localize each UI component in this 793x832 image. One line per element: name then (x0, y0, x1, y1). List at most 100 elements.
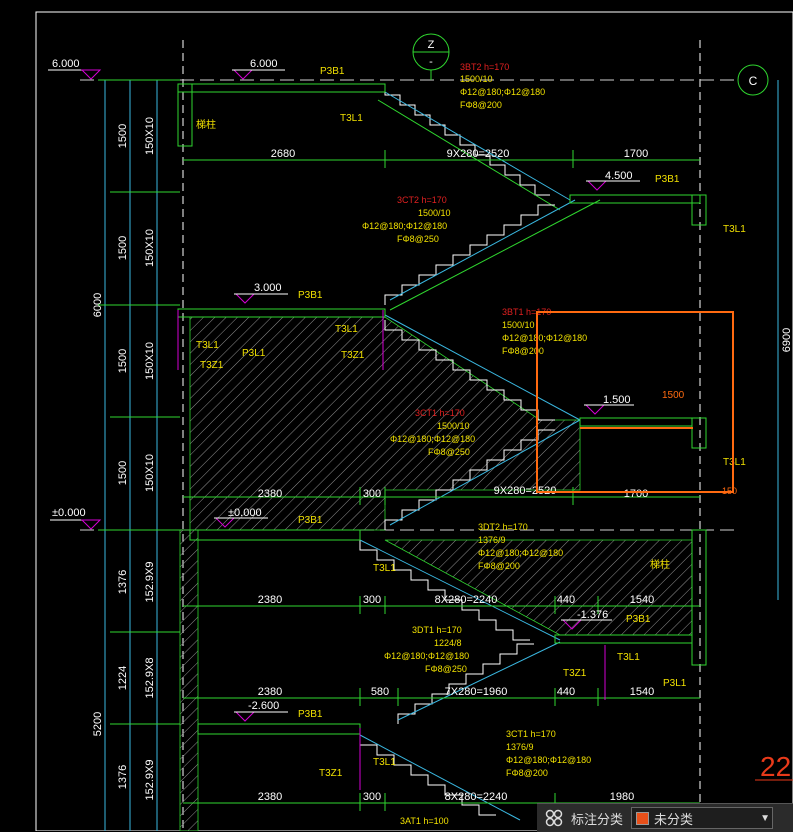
stair-note-3bt1: 3BT1 h=170 1500/10 Φ12@180;Φ12@180 FΦ8@2… (502, 307, 587, 356)
svg-text:1500/10: 1500/10 (502, 320, 535, 330)
svg-text:1224/8: 1224/8 (434, 638, 462, 648)
svg-text:Φ12@180;Φ12@180: Φ12@180;Φ12@180 (460, 87, 545, 97)
svg-text:FΦ8@200: FΦ8@200 (506, 768, 548, 778)
stair-notes: 3BT2 h=170 1500/10 Φ12@180;Φ12@180 FΦ8@2… (362, 62, 591, 826)
svg-text:FΦ8@200: FΦ8@200 (478, 561, 520, 571)
svg-text:1376/9: 1376/9 (478, 535, 506, 545)
svg-text:6.000: 6.000 (52, 58, 80, 70)
selection-dim2-text: 150 (722, 486, 737, 496)
svg-text:Φ12@180;Φ12@180: Φ12@180;Φ12@180 (502, 333, 587, 343)
svg-text:3AT1 h=100: 3AT1 h=100 (400, 816, 449, 826)
svg-text:1500/10: 1500/10 (437, 421, 470, 431)
svg-text:T3L1: T3L1 (335, 324, 358, 335)
svg-text:Φ12@180;Φ12@180: Φ12@180;Φ12@180 (362, 221, 447, 231)
svg-text:FΦ8@200: FΦ8@200 (460, 100, 502, 110)
svg-text:3CT1 h=170: 3CT1 h=170 (506, 729, 556, 739)
category-dropdown[interactable]: 未分类 ▼ (631, 807, 774, 829)
svg-text:1376: 1376 (117, 765, 129, 789)
svg-text:FΦ8@250: FΦ8@250 (428, 447, 470, 457)
svg-text:Φ12@180;Φ12@180: Φ12@180;Φ12@180 (390, 434, 475, 444)
left-dim-lines (98, 79, 180, 831)
svg-text:1376: 1376 (117, 570, 129, 594)
selection-box[interactable]: 1500 150 (536, 311, 737, 496)
axis-bubble-c: C (737, 64, 769, 96)
svg-text:T3Z1: T3Z1 (200, 360, 224, 371)
stair-note-3ct1-lower: 3CT1 h=170 1376/9 Φ12@180;Φ12@180 FΦ8@20… (506, 729, 591, 778)
svg-text:1224: 1224 (117, 666, 129, 690)
chevron-down-icon[interactable]: ▼ (760, 812, 770, 824)
hatched-fill (179, 316, 693, 831)
svg-text:T3L1: T3L1 (723, 224, 746, 235)
svg-text:152.9X9: 152.9X9 (144, 562, 156, 603)
level-underlines (214, 69, 640, 713)
svg-text:T3Z1: T3Z1 (341, 350, 365, 361)
axis-id-z: Z (428, 39, 435, 51)
svg-text:3CT2 h=170: 3CT2 h=170 (397, 195, 447, 205)
svg-text:1.500: 1.500 (603, 394, 631, 406)
stair-note-3ct1: 3CT1 h=170 1500/10 Φ12@180;Φ12@180 FΦ8@2… (390, 408, 475, 457)
svg-text:梯柱: 梯柱 (650, 558, 670, 571)
axis-lines (182, 40, 701, 831)
svg-text:3DT2 h=170: 3DT2 h=170 (478, 522, 528, 532)
svg-text:P3L1: P3L1 (242, 348, 266, 359)
svg-text:150X10: 150X10 (144, 229, 156, 267)
svg-text:梯柱: 梯柱 (196, 118, 216, 131)
svg-text:1500/10: 1500/10 (418, 208, 451, 218)
svg-text:3DT1 h=170: 3DT1 h=170 (412, 625, 462, 635)
svg-text:T3L1: T3L1 (373, 563, 396, 574)
svg-text:3BT1 h=170: 3BT1 h=170 (502, 307, 551, 317)
svg-text:9X280=2520: 9X280=2520 (447, 148, 510, 160)
svg-text:5200: 5200 (92, 712, 104, 736)
svg-text:2680: 2680 (271, 148, 295, 160)
svg-text:152.9X8: 152.9X8 (144, 658, 156, 699)
svg-text:440: 440 (557, 686, 575, 698)
column-marks (177, 310, 606, 790)
svg-text:300: 300 (363, 791, 381, 803)
axis-id-c: C (749, 74, 758, 88)
beam-labels: P3B1 T3L1 P3B1 T3L1 P3B1 T3L1 T3L1 P3L1 … (196, 66, 746, 779)
svg-text:Φ12@180;Φ12@180: Φ12@180;Φ12@180 (506, 755, 591, 765)
level-texts: 6.000 4.500 3.000 1.500 ±0.000 -1.376 -2… (228, 58, 633, 712)
svg-text:1980: 1980 (610, 791, 634, 803)
svg-text:±0.000: ±0.000 (228, 507, 262, 519)
svg-text:T3L1: T3L1 (373, 757, 396, 768)
svg-text:-2.600: -2.600 (248, 700, 279, 712)
svg-text:8X280=2240: 8X280=2240 (435, 594, 498, 606)
left-dim-texts: 6000 5200 1500 1500 1500 1500 1376 1224 … (92, 117, 156, 800)
svg-text:2380: 2380 (258, 791, 282, 803)
stair-note-3at1: 3AT1 h=100 (400, 816, 449, 826)
svg-text:P3B1: P3B1 (298, 515, 323, 526)
svg-text:6.000: 6.000 (250, 58, 278, 70)
drawing-frame (35, 11, 793, 831)
svg-text:Φ12@180;Φ12@180: Φ12@180;Φ12@180 (384, 651, 469, 661)
svg-text:FΦ8@250: FΦ8@250 (397, 234, 439, 244)
grid-icon[interactable] (543, 807, 565, 829)
svg-text:150X10: 150X10 (144, 117, 156, 155)
svg-text:P3B1: P3B1 (655, 174, 680, 185)
svg-text:P3B1: P3B1 (320, 66, 345, 77)
svg-text:1376/9: 1376/9 (506, 742, 534, 752)
svg-text:T3L1: T3L1 (196, 340, 219, 351)
svg-text:1500/10: 1500/10 (460, 74, 493, 84)
svg-text:P3B1: P3B1 (626, 614, 651, 625)
svg-text:6900: 6900 (781, 328, 793, 352)
annotation-category-bar: 标注分类 未分类 ▼ (537, 803, 793, 832)
svg-text:300: 300 (363, 594, 381, 606)
svg-text:1500: 1500 (117, 349, 129, 373)
level-mark-0000-left: ±0.000 (50, 507, 102, 530)
corner-sheet-number: 22 (760, 751, 791, 782)
svg-text:1700: 1700 (624, 488, 648, 500)
svg-text:1540: 1540 (630, 594, 654, 606)
stair-note-3bt2: 3BT2 h=170 1500/10 Φ12@180;Φ12@180 FΦ8@2… (460, 62, 545, 110)
svg-text:2380: 2380 (258, 686, 282, 698)
svg-text:4.500: 4.500 (605, 170, 633, 182)
svg-text:Φ12@180;Φ12@180: Φ12@180;Φ12@180 (478, 548, 563, 558)
svg-text:FΦ8@200: FΦ8@200 (502, 346, 544, 356)
svg-text:440: 440 (557, 594, 575, 606)
svg-text:3CT1 h=170: 3CT1 h=170 (415, 408, 465, 418)
category-color-swatch (636, 811, 650, 825)
svg-text:P3L1: P3L1 (663, 678, 687, 689)
svg-text:FΦ8@250: FΦ8@250 (425, 664, 467, 674)
horizontal-dim-texts: 2680 9X280=2520 1700 2380 300 9X280=2520… (258, 148, 654, 803)
